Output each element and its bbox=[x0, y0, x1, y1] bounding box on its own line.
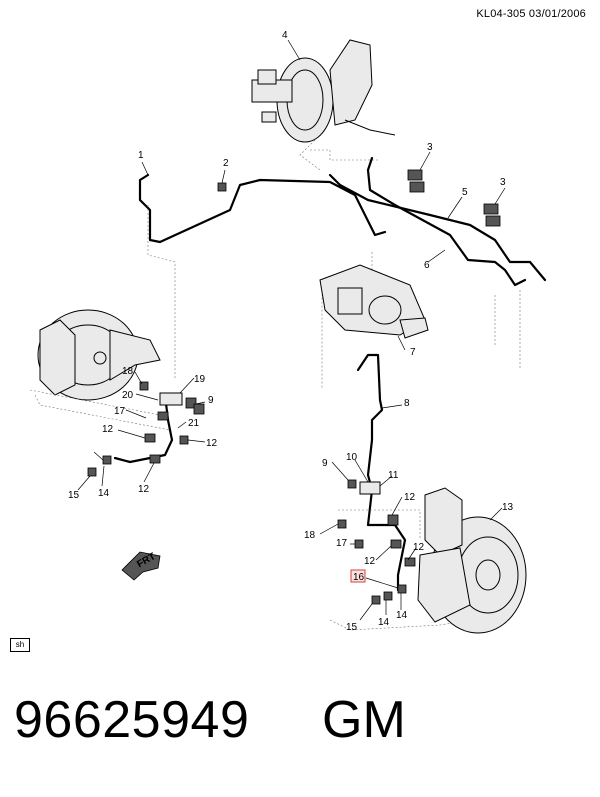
callout-17: 17 bbox=[336, 538, 348, 549]
diagram-reference: KL04-305 03/01/2006 bbox=[476, 8, 586, 20]
dashed-link bbox=[310, 149, 380, 161]
callout-15: 15 bbox=[346, 622, 358, 633]
callout-8: 8 bbox=[404, 398, 410, 409]
callout-11: 11 bbox=[388, 470, 399, 481]
callout-19: 19 bbox=[194, 374, 206, 385]
callout-7: 7 bbox=[410, 347, 416, 358]
dashed-link bbox=[299, 139, 321, 171]
callout-15: 15 bbox=[68, 490, 80, 501]
abs-modulator bbox=[319, 264, 429, 339]
callout-21: 21 bbox=[188, 418, 200, 429]
callout-9: 9 bbox=[322, 458, 328, 469]
callout-3: 3 bbox=[427, 142, 433, 153]
callout-12: 12 bbox=[138, 484, 150, 495]
left-brake-hose-assembly bbox=[87, 381, 205, 477]
callout-13: 13 bbox=[502, 502, 514, 513]
left-front-caliper bbox=[37, 309, 161, 401]
part-number: 96625949 bbox=[14, 691, 250, 749]
callout-12: 12 bbox=[102, 424, 114, 435]
brake-line-clip bbox=[483, 203, 501, 227]
callout-3: 3 bbox=[500, 177, 506, 188]
callout-6: 6 bbox=[424, 260, 430, 271]
callout-5: 5 bbox=[462, 187, 468, 198]
callout-12: 12 bbox=[206, 438, 218, 449]
callout-1: 1 bbox=[138, 150, 144, 161]
brand-name: GM bbox=[322, 691, 406, 749]
right-brake-hose-assembly bbox=[337, 438, 416, 605]
front-direction-arrow-icon bbox=[121, 551, 161, 581]
callout-17: 17 bbox=[114, 406, 126, 417]
callout-16-highlight bbox=[350, 569, 366, 583]
callout-14: 14 bbox=[396, 610, 408, 621]
brake-line-clip bbox=[407, 169, 425, 193]
leader-lines bbox=[77, 39, 506, 621]
callout-10: 10 bbox=[346, 452, 358, 463]
callout-20: 20 bbox=[122, 390, 134, 401]
brake-pipe-8 bbox=[356, 353, 384, 442]
callout-2: 2 bbox=[223, 158, 229, 169]
callout-14: 14 bbox=[378, 617, 390, 628]
callout-12: 12 bbox=[413, 542, 425, 553]
callout-18: 18 bbox=[122, 366, 134, 377]
dashed-link bbox=[338, 509, 421, 540]
brake-pipe-5 bbox=[328, 173, 547, 282]
callout-18: 18 bbox=[304, 530, 316, 541]
brake-pipe-6 bbox=[366, 156, 527, 287]
sh-badge: sh bbox=[10, 638, 30, 652]
dashed-link bbox=[147, 205, 176, 380]
callout-4: 4 bbox=[282, 30, 288, 41]
pipe-fitting bbox=[217, 182, 227, 192]
callout-12: 12 bbox=[404, 492, 416, 503]
brake-pipe-1 bbox=[138, 173, 387, 244]
callout-labels: 1 2 3 3 4 5 6 7 8 9 9 10 11 12 12 12 12 … bbox=[68, 30, 514, 633]
callout-9: 9 bbox=[208, 395, 214, 406]
brake-booster-assembly bbox=[251, 39, 396, 143]
callout-12: 12 bbox=[364, 556, 376, 567]
right-front-rotor bbox=[417, 487, 527, 634]
callout-14: 14 bbox=[98, 488, 110, 499]
callout-16: 16 bbox=[353, 572, 365, 583]
